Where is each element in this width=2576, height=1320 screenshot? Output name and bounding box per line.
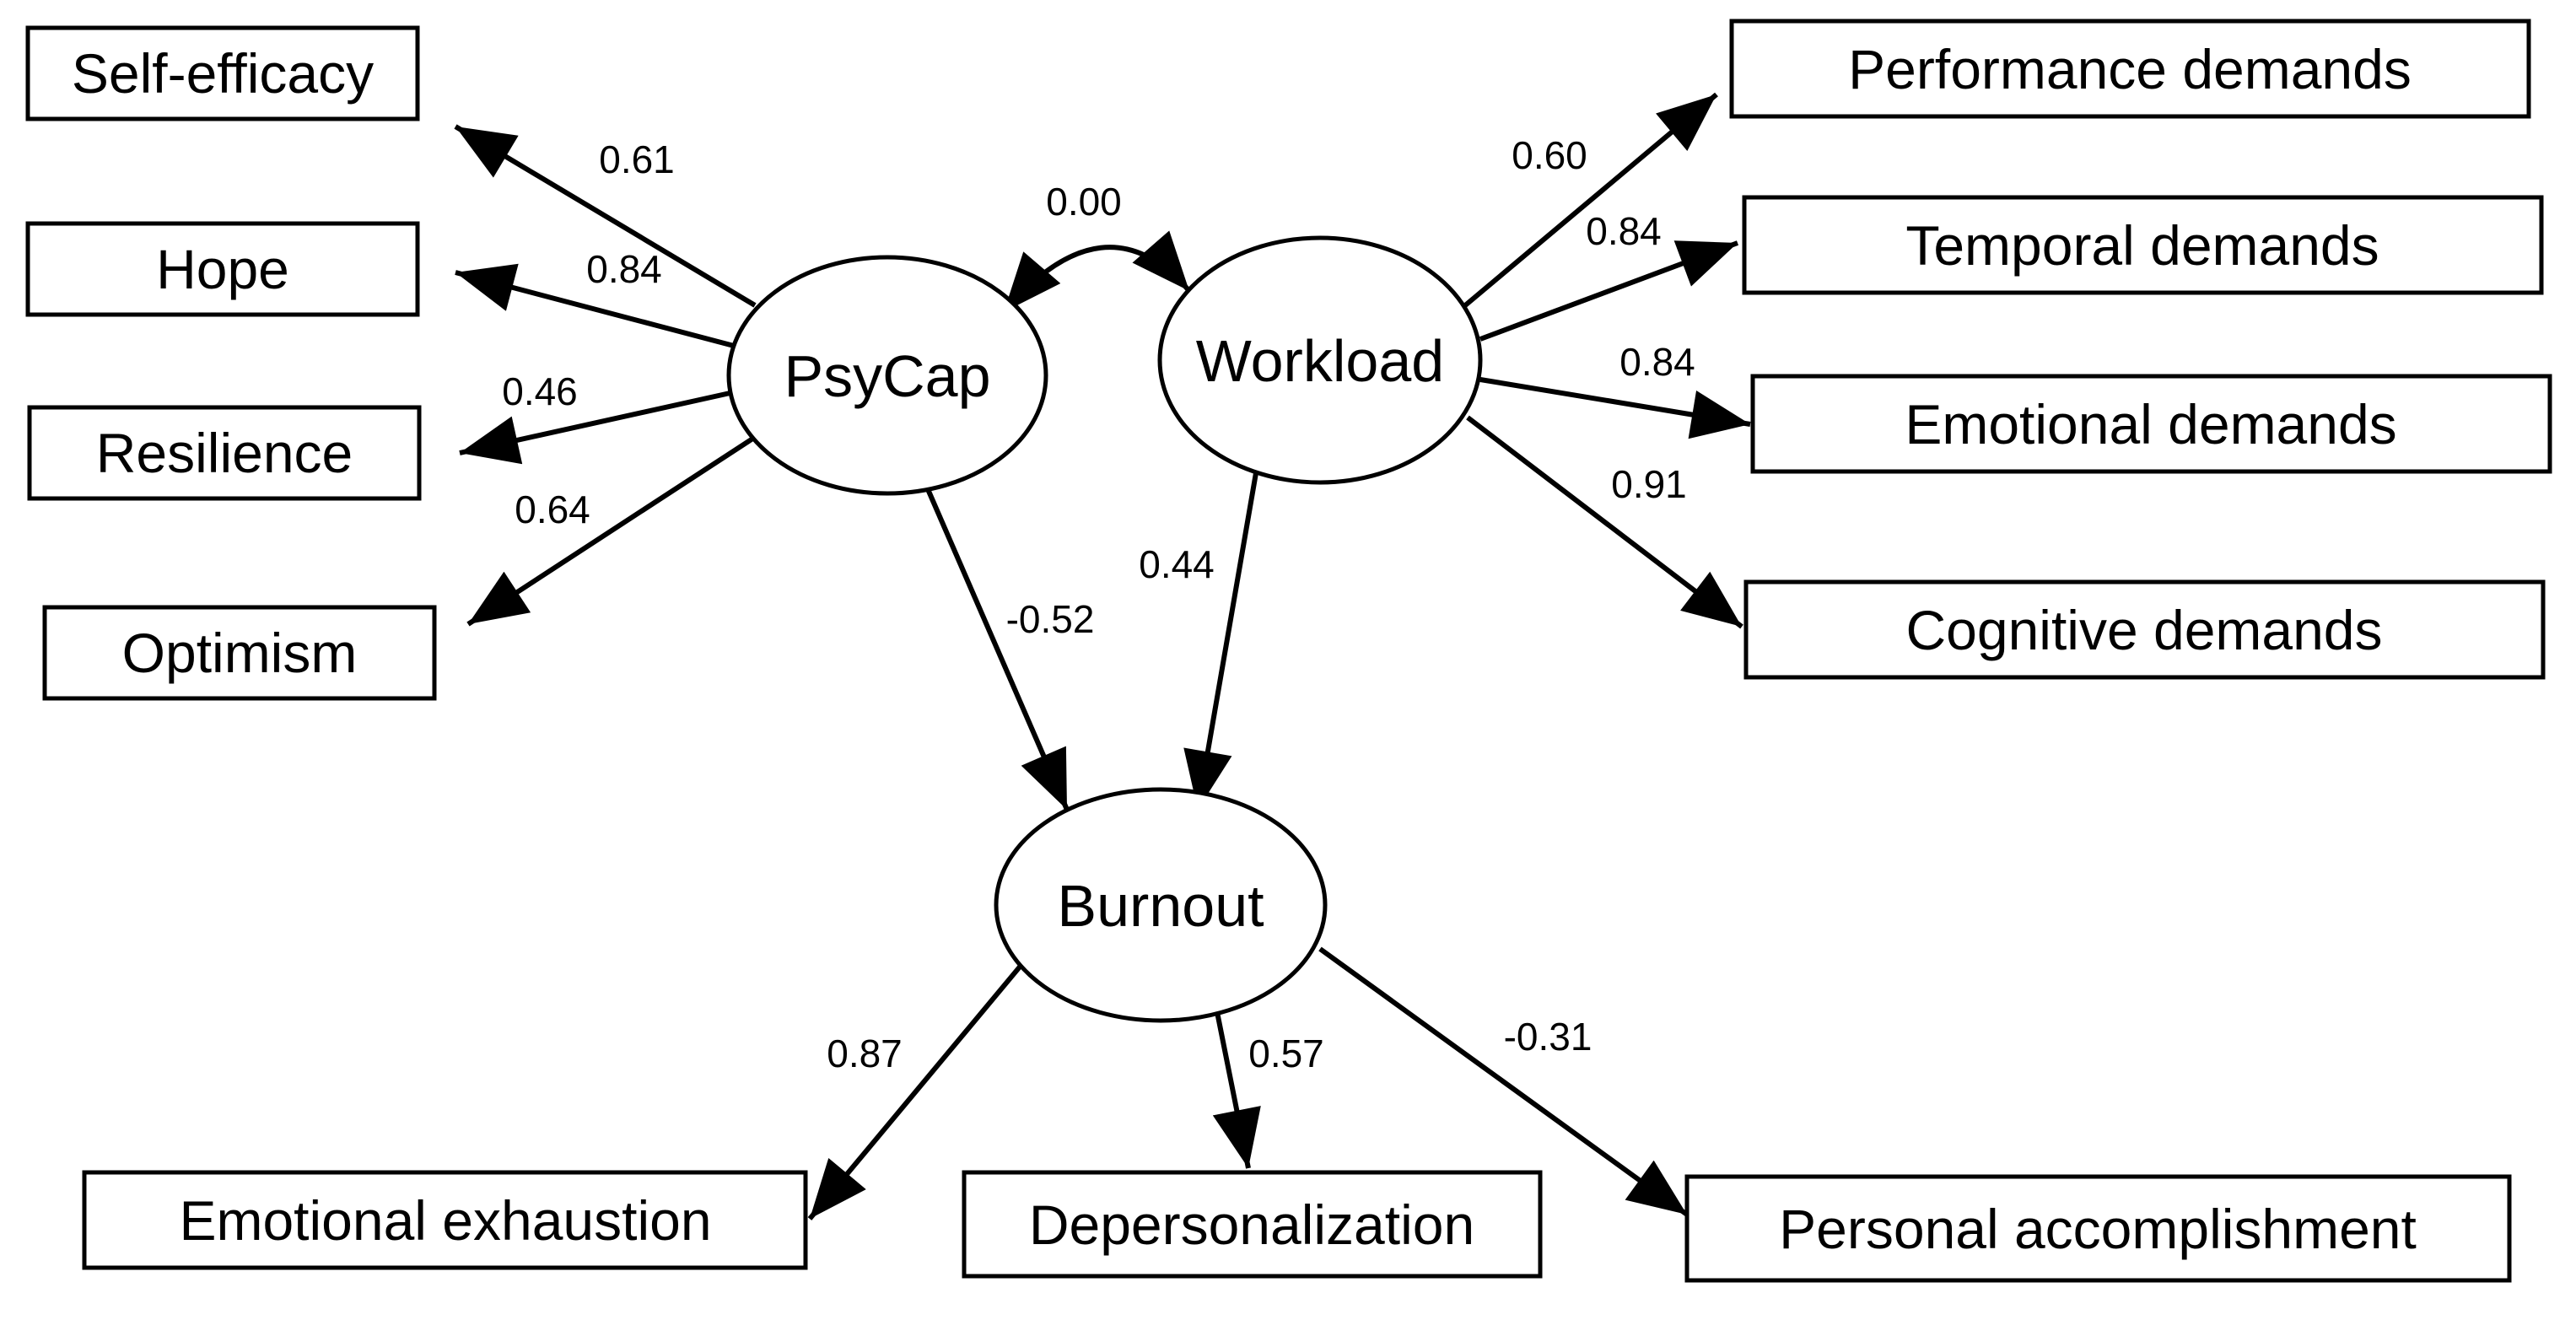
path-burnout-depersonalization: [1212, 999, 1261, 1169]
latent-burnout: Burnout: [994, 787, 1328, 1023]
path-psycap-workload-covariance: [1001, 230, 1192, 314]
latent-burnout-label: Burnout: [1057, 873, 1264, 939]
indicator-temporal-demands: Temporal demands: [1742, 195, 2544, 295]
path-burnout-exhaustion: [807, 964, 1023, 1220]
indicator-emotional-demands: Emotional demands: [1750, 374, 2552, 474]
indicator-performance-demands-label: Performance demands: [1848, 38, 2412, 100]
latent-psycap: PsyCap: [726, 255, 1048, 496]
coef-burnout-depersonalization: 0.57: [1248, 1032, 1324, 1075]
indicator-personal-accomplishment: Personal accomplishment: [1684, 1174, 2512, 1283]
coef-workload-performance: 0.60: [1512, 133, 1587, 177]
indicator-hope: Hope: [25, 221, 420, 317]
indicator-cognitive-demands: Cognitive demands: [1743, 579, 2546, 680]
indicator-performance-demands: Performance demands: [1729, 19, 2531, 119]
path-workload-performance: [1458, 92, 1718, 313]
indicator-self-efficacy: Self-efficacy: [25, 25, 420, 121]
path-psycap-hope: [455, 263, 735, 348]
coef-psycap-optimism: 0.64: [515, 488, 590, 531]
coefficients: 0.61 0.84 0.46 0.64 0.00 0.60 0.84 0.84 …: [502, 133, 1695, 1075]
indicator-personal-accomplishment-label: Personal accomplishment: [1779, 1198, 2417, 1260]
indicator-self-efficacy-label: Self-efficacy: [72, 42, 374, 105]
path-burnout-accomplishment: [1318, 946, 1689, 1217]
path-workload-burnout: [1183, 467, 1259, 811]
indicator-optimism-label: Optimism: [122, 622, 358, 684]
latent-workload-label: Workload: [1196, 328, 1444, 394]
path-psycap-resilience: [459, 390, 735, 465]
coef-workload-burnout: 0.44: [1139, 542, 1215, 586]
coef-psycap-hope: 0.84: [586, 247, 662, 291]
path-workload-temporal: [1479, 240, 1739, 342]
latent-workload: Workload: [1157, 235, 1483, 485]
indicator-depersonalization-label: Depersonalization: [1029, 1193, 1474, 1256]
coef-burnout-accomplishment: -0.31: [1504, 1015, 1592, 1059]
path-psycap-burnout: [925, 488, 1070, 811]
indicator-emotional-exhaustion-label: Emotional exhaustion: [179, 1189, 711, 1252]
path-psycap-optimism: [466, 432, 761, 627]
coef-psycap-resilience: 0.46: [502, 369, 578, 413]
indicator-emotional-demands-label: Emotional demands: [1905, 393, 2396, 455]
indicator-depersonalization: Depersonalization: [962, 1170, 1543, 1279]
coef-psycap-burnout: -0.52: [1006, 597, 1095, 641]
indicator-hope-label: Hope: [156, 238, 289, 300]
indicator-cognitive-demands-label: Cognitive demands: [1906, 599, 2383, 661]
indicator-resilience-label: Resilience: [96, 422, 353, 484]
coef-workload-emotional: 0.84: [1619, 340, 1695, 384]
path-psycap-self-efficacy: [454, 124, 757, 308]
indicator-resilience: Resilience: [27, 405, 422, 501]
paths: [454, 92, 1751, 1220]
coef-workload-temporal: 0.84: [1586, 209, 1662, 253]
coef-workload-cognitive: 0.91: [1611, 462, 1687, 506]
indicator-emotional-exhaustion: Emotional exhaustion: [82, 1170, 808, 1270]
indicator-temporal-demands-label: Temporal demands: [1905, 214, 2379, 277]
latent-psycap-label: PsyCap: [784, 343, 990, 409]
coef-psycap-self-efficacy: 0.61: [599, 137, 675, 181]
coef-psycap-workload-covariance: 0.00: [1046, 180, 1122, 224]
path-workload-cognitive: [1466, 415, 1743, 629]
coef-burnout-exhaustion: 0.87: [827, 1032, 903, 1075]
path-workload-emotional: [1479, 377, 1751, 439]
indicator-optimism: Optimism: [42, 605, 437, 701]
